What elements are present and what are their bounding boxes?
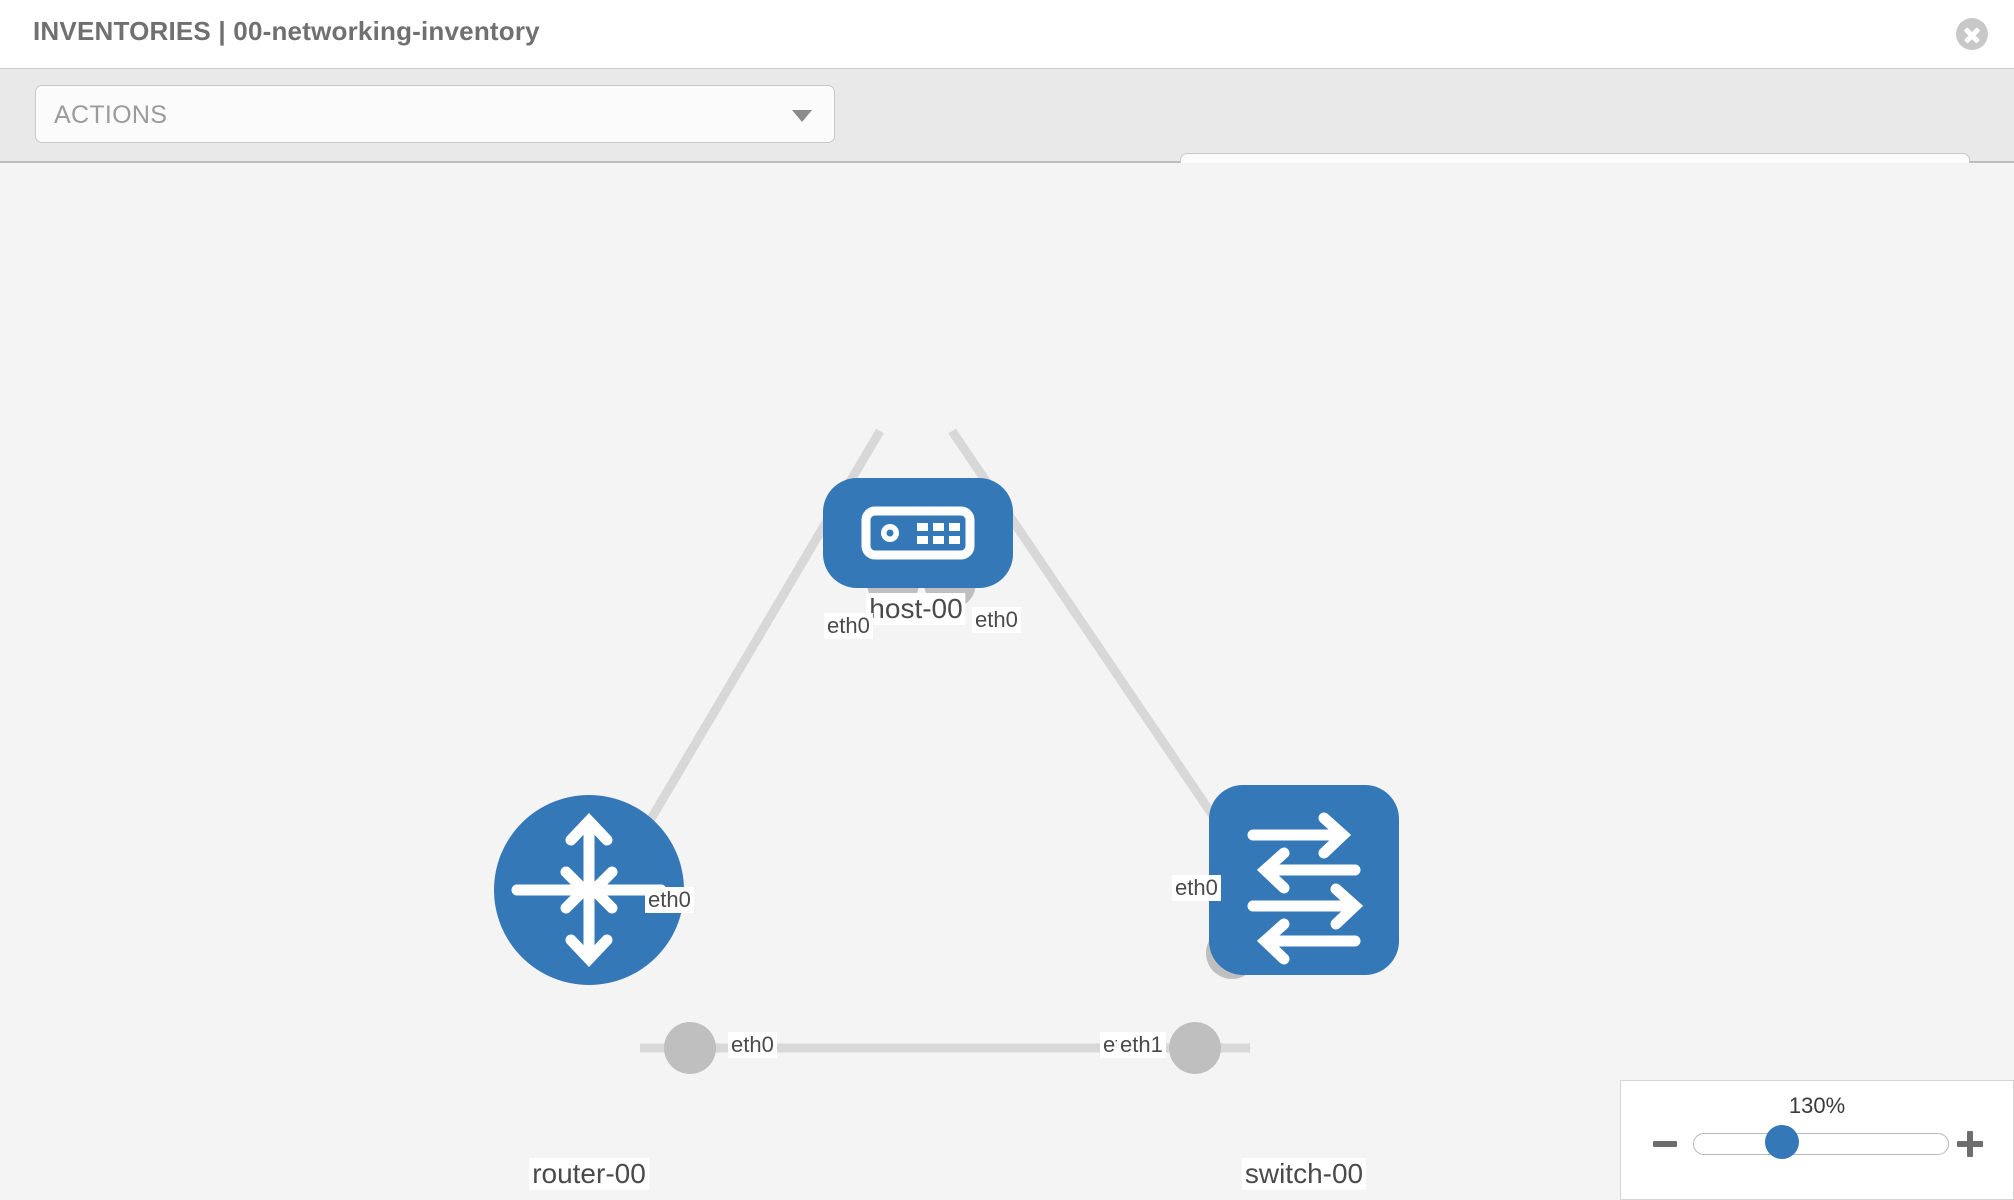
actions-dropdown-label: ACTIONS (54, 101, 168, 129)
topology-graph (494, 428, 1399, 1074)
zoom-control-panel: 130% (1620, 1080, 2014, 1200)
zoom-out-button[interactable] (1651, 1129, 1681, 1159)
page-title: INVENTORIES | 00-networking-inventory (33, 16, 540, 46)
node-router-00[interactable] (494, 795, 684, 985)
node-label-router-00: router-00 (529, 1158, 649, 1190)
node-label-host-00: host-00 (866, 593, 966, 625)
edge-label-host00-right: eth0 (972, 607, 1021, 633)
node-host-00[interactable] (823, 478, 1013, 588)
toolbar: ACTIONS (0, 68, 2014, 212)
edge-label-switch00-left: eth1 (1117, 1032, 1166, 1058)
zoom-in-button[interactable] (1955, 1129, 1985, 1159)
edge-label-router00-right: eth0 (728, 1032, 777, 1058)
server-icon (861, 506, 975, 560)
close-icon[interactable] (1956, 18, 1988, 50)
topology-canvas[interactable]: host-00 router-00 switch-00 eth0 eth0 et… (0, 163, 2014, 1200)
page-header: INVENTORIES | 00-networking-inventory (0, 0, 2014, 68)
edge-label-host00-left: eth0 (824, 613, 873, 639)
actions-dropdown[interactable]: ACTIONS (35, 85, 835, 143)
edge-label-router00-up: eth0 (645, 887, 694, 913)
zoom-level-label: 130% (1788, 1093, 1846, 1118)
plus-icon-vertical (1967, 1131, 1973, 1157)
endpoint-switch00-left (1169, 1022, 1221, 1074)
node-switch-00[interactable] (1209, 785, 1399, 975)
zoom-slider-track[interactable] (1693, 1133, 1949, 1155)
edge-label-switch00-up: eth0 (1172, 875, 1221, 901)
topology-endpoints (664, 557, 1258, 1074)
minus-icon (1653, 1141, 1677, 1147)
endpoint-router00-right (664, 1022, 716, 1074)
zoom-slider-handle[interactable] (1765, 1125, 1799, 1159)
node-label-switch-00: switch-00 (1241, 1158, 1367, 1190)
chevron-down-icon (792, 110, 812, 122)
switch-arrows-icon (1247, 812, 1364, 965)
